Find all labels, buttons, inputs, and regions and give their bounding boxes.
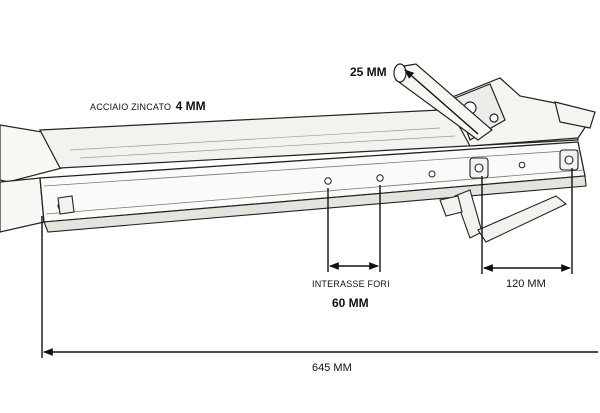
dim-total-length <box>41 216 598 358</box>
material-value: 4 MM <box>175 99 206 113</box>
hole-4 <box>518 161 526 169</box>
hole-3 <box>428 170 436 178</box>
material-text: ACCIAIO ZINCATO <box>90 102 172 112</box>
total-length-label: 645 MM <box>312 362 352 374</box>
hole-1 <box>324 177 332 185</box>
bracket-spacing-label: 120 MM <box>506 278 546 290</box>
hole-2 <box>376 174 384 182</box>
dim-tube <box>404 69 479 135</box>
dim-bracket-spacing <box>481 168 573 274</box>
dim-hole-spacing <box>327 185 381 272</box>
tube-dimension-label: 25 MM <box>350 65 387 79</box>
bar-holes <box>57 161 526 211</box>
bar-brackets <box>57 149 579 215</box>
bar-front-face <box>39 141 587 233</box>
hole-spacing-value: 60 MM <box>332 296 369 310</box>
material-label: ACCIAIO ZINCATO 4 MM <box>90 98 206 114</box>
support-leg <box>439 189 568 243</box>
hole-spacing-title: INTERASSE FORI <box>312 279 390 289</box>
